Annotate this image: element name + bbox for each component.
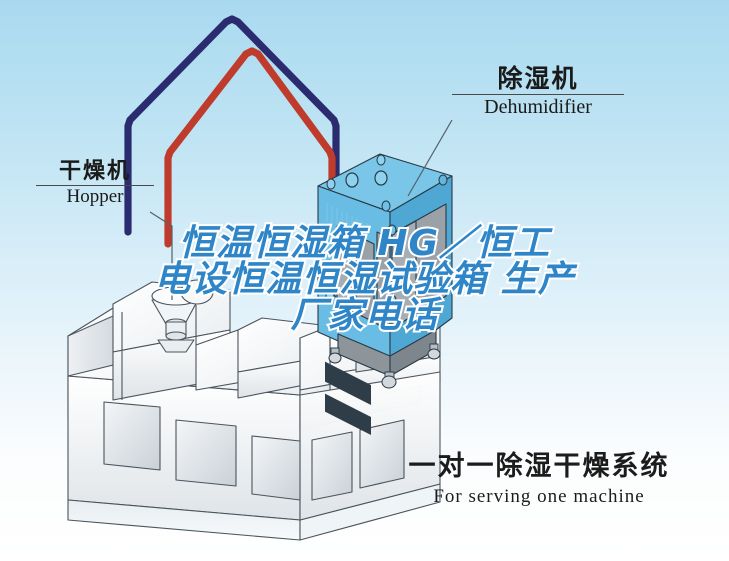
dehumidifier-graphic	[317, 153, 453, 436]
hopper-funnel-graphic	[151, 279, 214, 353]
watermark-overlay-text: 恒温恒湿箱 HG／恒工 电设恒温恒湿试验箱 生产 厂家电话	[0, 223, 729, 336]
label-hopper-en: Hopper	[66, 186, 124, 208]
label-dehumidifier: 除湿机 Dehumidifier	[452, 64, 624, 119]
label-hopper-cn: 干燥机	[58, 159, 131, 184]
caster-wheels-graphic	[328, 343, 441, 389]
dehumidifier-leader-line	[407, 119, 453, 197]
caption-en: For serving one machine	[433, 486, 645, 508]
label-dehumidifier-rule	[452, 94, 624, 96]
label-dehumidifier-en: Dehumidifier	[484, 96, 592, 119]
caption-cn: 一对一除湿干燥系统	[408, 451, 670, 482]
hopper-leader-line	[149, 211, 173, 300]
label-hopper-rule	[36, 185, 154, 187]
system-caption: 一对一除湿干燥系统 For serving one machine	[383, 451, 695, 508]
blue-hose	[124, 15, 340, 236]
watermark-line-1: 恒温恒湿箱 HG／恒工	[177, 223, 551, 264]
red-hose	[164, 47, 336, 248]
watermark-line-3: 厂家电话	[288, 295, 439, 336]
label-dehumidifier-cn: 除湿机	[497, 64, 579, 93]
watermark-line-2: 电设恒温恒湿试验箱 生产	[152, 259, 576, 300]
label-hopper: 干燥机 Hopper	[36, 160, 154, 208]
